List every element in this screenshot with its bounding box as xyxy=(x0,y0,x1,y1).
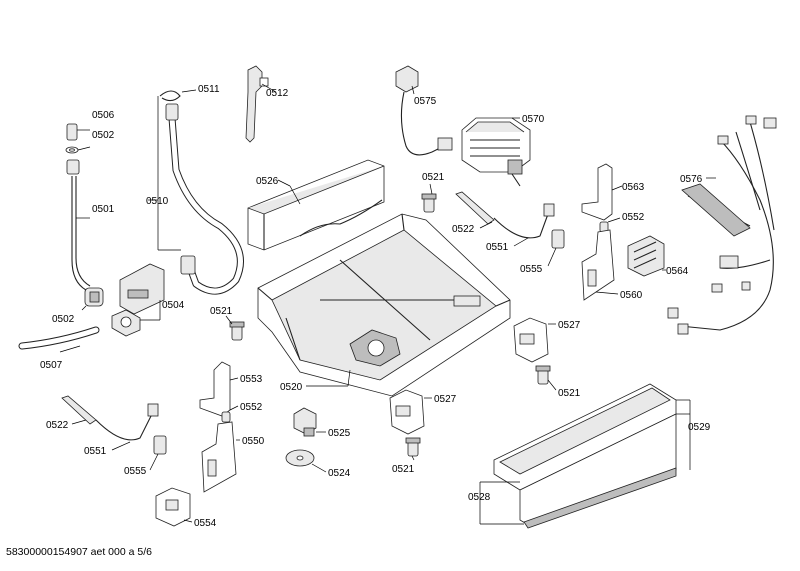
callout-0551: 0551 xyxy=(486,242,509,253)
callout-0506: 0506 xyxy=(92,110,115,121)
callout-0576: 0576 xyxy=(680,174,703,185)
screw-0521-top xyxy=(421,183,437,213)
callout-0504: 0504 xyxy=(162,300,185,311)
callout-0525: 0525 xyxy=(328,428,351,439)
screw-0521-bottom xyxy=(405,437,421,461)
callout-0521: 0521 xyxy=(392,464,415,475)
clip-0555 xyxy=(547,229,565,267)
sensor-cable-0551 xyxy=(493,203,555,247)
cable-holder-0554 xyxy=(155,487,193,527)
water-hose-0510 xyxy=(148,96,244,295)
callout-0552: 0552 xyxy=(622,212,645,223)
callout-0520: 0520 xyxy=(280,382,303,393)
base-trim-0528 xyxy=(479,413,677,529)
callout-0527: 0527 xyxy=(558,320,581,331)
callout-0552: 0552 xyxy=(240,402,263,413)
callout-0510: 0510 xyxy=(146,196,169,207)
base-tub-0520 xyxy=(257,213,511,397)
control-module-0570 xyxy=(461,117,531,187)
callout-0555: 0555 xyxy=(124,466,147,477)
callout-0555: 0555 xyxy=(520,264,543,275)
callout-0524: 0524 xyxy=(328,468,351,479)
screw-0521-left xyxy=(225,315,245,341)
clip-0555-left xyxy=(149,435,167,471)
callout-0564: 0564 xyxy=(666,266,689,277)
hinge-bracket-0553 xyxy=(199,361,239,417)
drain-hose-piece-0507 xyxy=(18,326,100,353)
callout-0554: 0554 xyxy=(194,518,217,529)
aquastop-valve-0504 xyxy=(111,263,165,337)
hinge-bracket-0563 xyxy=(581,163,623,221)
sensor-0525 xyxy=(293,407,326,437)
wiring-harness-0576 xyxy=(667,115,777,335)
cover-panel-0526 xyxy=(247,159,385,251)
callout-0502: 0502 xyxy=(92,130,115,141)
inlet-fitting-0506 xyxy=(66,123,90,141)
callout-0553: 0553 xyxy=(240,374,263,385)
callout-0528: 0528 xyxy=(468,492,491,503)
inlet-hose-0501 xyxy=(66,159,91,291)
hinge-plate-0550 xyxy=(201,421,240,493)
callout-0521: 0521 xyxy=(422,172,445,183)
power-cord-0575 xyxy=(395,65,453,156)
spring-0552-left xyxy=(221,405,239,423)
callout-0563: 0563 xyxy=(622,182,645,193)
seal-ring-0502 xyxy=(65,146,91,154)
callout-0521: 0521 xyxy=(558,388,581,399)
sensor-cable-0551-left xyxy=(95,403,159,451)
foot-0527-centre xyxy=(389,389,432,435)
callout-0570: 0570 xyxy=(522,114,545,125)
callout-0527: 0527 xyxy=(434,394,457,405)
callout-0551: 0551 xyxy=(84,446,107,457)
bracket-clip-0512 xyxy=(245,65,277,143)
callout-0522: 0522 xyxy=(46,420,69,431)
callout-0512: 0512 xyxy=(266,88,289,99)
screw-0521-right xyxy=(535,365,557,391)
callout-0501: 0501 xyxy=(92,204,115,215)
callout-0502: 0502 xyxy=(52,314,75,325)
callout-0511: 0511 xyxy=(198,84,220,95)
cable-holder-0564 xyxy=(627,235,666,277)
callout-0526: 0526 xyxy=(256,176,279,187)
disc-0524 xyxy=(285,449,327,473)
foot-0527-right xyxy=(513,317,556,363)
callout-0522: 0522 xyxy=(452,224,475,235)
callout-0575: 0575 xyxy=(414,96,437,107)
callout-0507: 0507 xyxy=(40,360,63,371)
callout-0560: 0560 xyxy=(620,290,643,301)
callout-0521: 0521 xyxy=(210,306,233,317)
hose-clamp-0511 xyxy=(159,89,197,102)
wire-harness-bracket-0522 xyxy=(455,191,495,229)
callout-0529: 0529 xyxy=(688,422,711,433)
hinge-plate-0560 xyxy=(581,229,619,301)
document-id-footer: 58300000154907 aet 000 a 5/6 xyxy=(6,546,152,558)
hose-nut-0502 xyxy=(81,287,104,311)
callout-0550: 0550 xyxy=(242,436,265,447)
